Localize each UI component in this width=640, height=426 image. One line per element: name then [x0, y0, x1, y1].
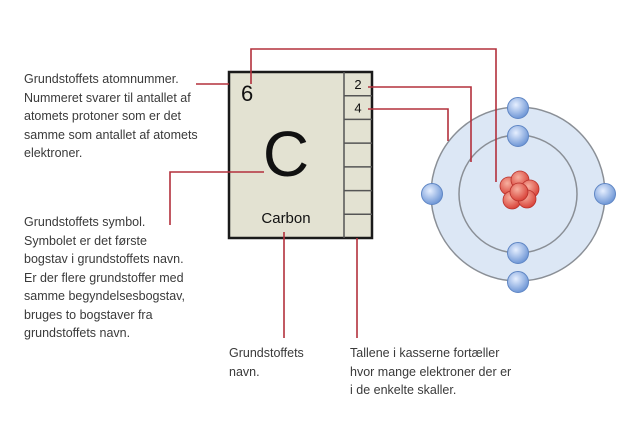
annotation-line: atomets protoner som er det: [24, 109, 182, 123]
electron: [507, 271, 529, 293]
outer-shell-leader: [368, 108, 449, 141]
annotation-line: samme som antallet af atomets: [24, 127, 198, 142]
annotation-line: grundstoffets navn.: [24, 326, 131, 340]
electron: [594, 183, 616, 205]
annotation-line: bruges to bogstaver fra: [24, 307, 153, 322]
annotation-line: navn.: [229, 364, 260, 379]
symbol-leader: [169, 171, 264, 225]
symbol-annotation: Grundstoffets symbol. Symbolet er det fø…: [24, 213, 185, 343]
inner-shell-leader: [368, 86, 472, 162]
annotation-line: Symbolet er det første: [24, 233, 147, 248]
annotation-line: Grundstoffets: [229, 346, 304, 360]
electron: [507, 125, 529, 147]
annotation-line: Tallene i kasserne fortæller: [350, 346, 500, 360]
electron: [507, 97, 529, 119]
nucleus: [499, 170, 540, 210]
nucleon: [509, 182, 529, 202]
annotation-line: Grundstoffets atomnummer.: [24, 72, 179, 86]
electrons: [421, 97, 616, 293]
annotation-line: Nummeret svarer til antallet af: [24, 90, 191, 105]
annotation-line: Grundstoffets symbol.: [24, 215, 146, 229]
electron: [507, 242, 529, 264]
protons-leader: [250, 48, 497, 182]
element-box: 2 4 6 C Carbon: [227, 70, 374, 240]
annotation-line: samme begyndelsesbogstav,: [24, 289, 185, 303]
shell-cell: 4: [354, 101, 361, 116]
annotation-line: Er der flere grundstoffer med: [24, 270, 184, 285]
annotation-line: hvor mange elektroner der er: [350, 364, 512, 379]
annotation-line: bogstav i grundstoffets navn.: [24, 252, 184, 266]
leader-lines: [169, 48, 497, 338]
name-annotation: Grundstoffets navn.: [229, 344, 304, 381]
element-name: Carbon: [261, 210, 310, 227]
electron: [421, 183, 443, 205]
atom-model: [421, 97, 616, 293]
shell-cell: 2: [354, 77, 361, 92]
annotation-line: elektroner.: [24, 146, 83, 160]
annotation-line: i de enkelte skaller.: [350, 383, 457, 397]
shells-annotation: Tallene i kasserne fortæller hvor mange …: [350, 344, 511, 400]
atomic-number: 6: [241, 81, 253, 106]
element-symbol: C: [263, 118, 309, 190]
atomic-number-annotation: Grundstoffets atomnummer. Nummeret svare…: [24, 70, 198, 163]
